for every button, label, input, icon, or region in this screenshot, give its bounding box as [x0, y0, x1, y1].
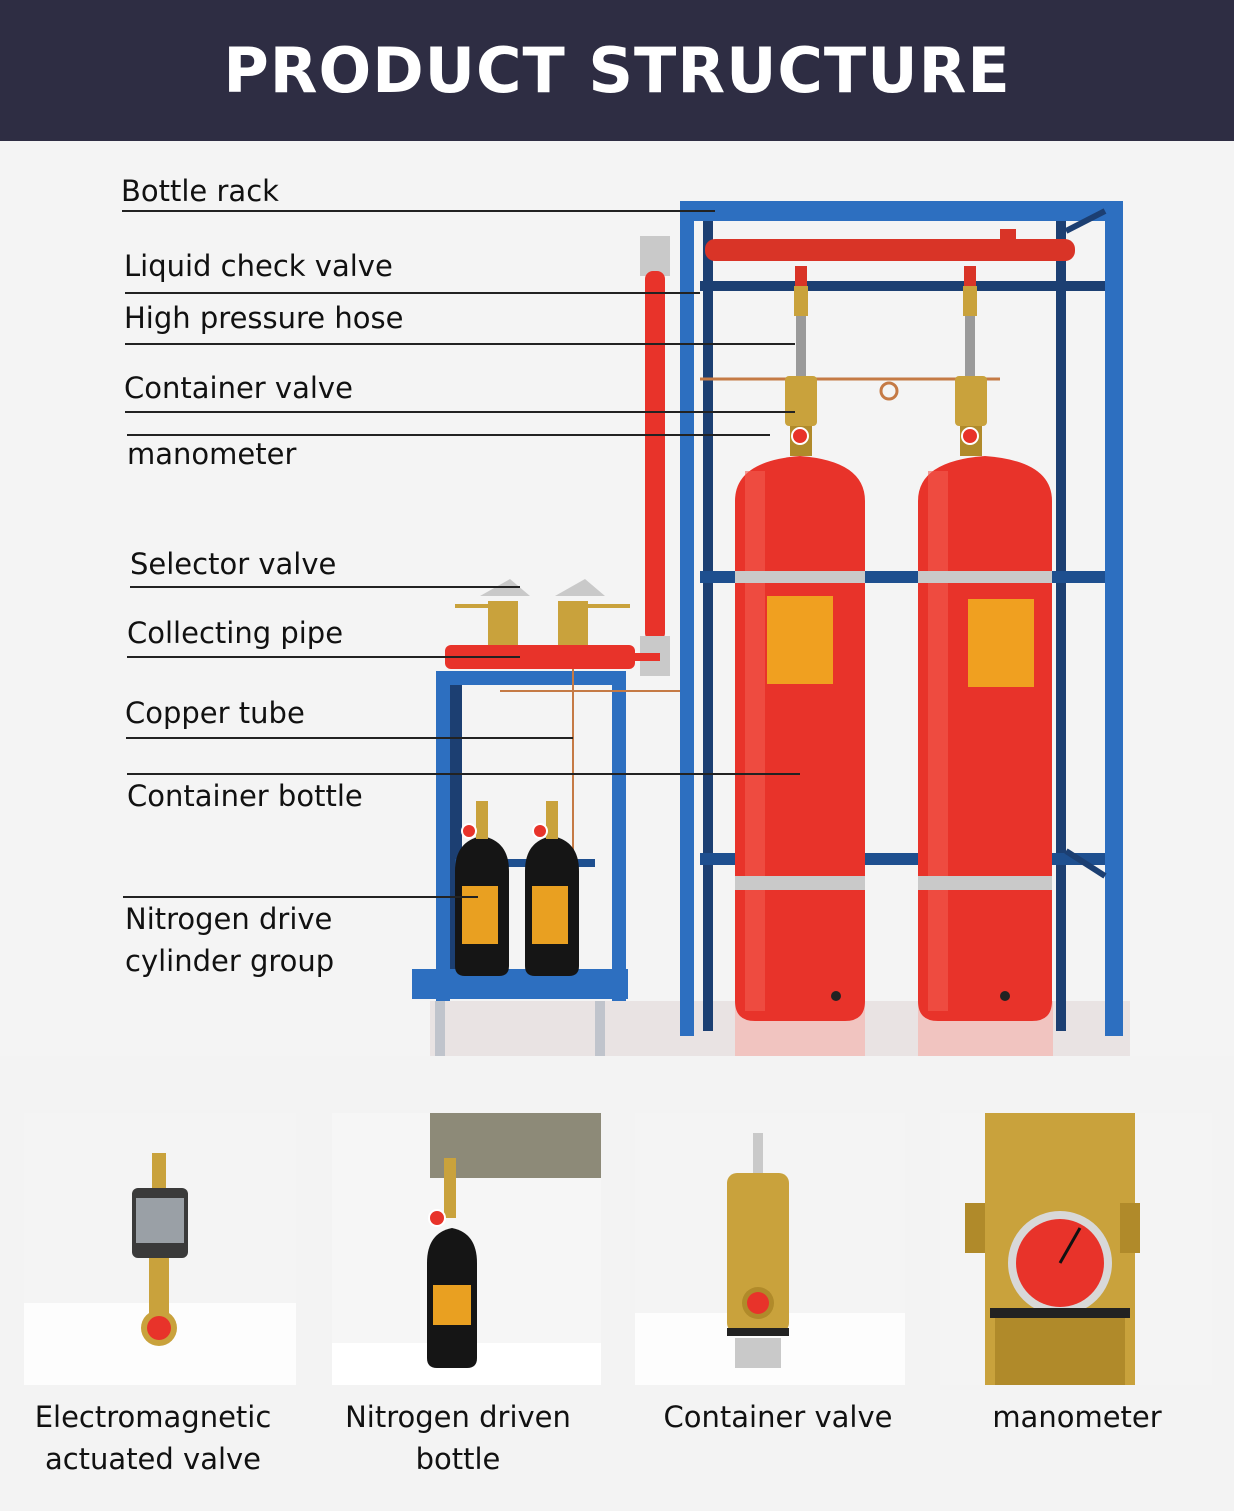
- callout-collecting-pipe: Collecting pipe: [127, 616, 344, 650]
- selector-valve: [455, 579, 630, 645]
- callout-liquid-check-valve: Liquid check valve: [124, 249, 393, 283]
- nitrogen-bottle-photo: [332, 1113, 601, 1385]
- liquid-check-valve: [705, 229, 1075, 261]
- callout-selector-valve: Selector valve: [130, 547, 337, 581]
- high-pressure-hose: [794, 266, 977, 376]
- components-gallery: Electromagnetic actuated valve Nitrogen …: [0, 1056, 1234, 1511]
- callout-nitrogen-drive-cylinder-group: Nitrogen drive cylinder group: [125, 902, 335, 979]
- callout-leader-lines: [122, 210, 800, 898]
- container-bottle: [735, 456, 1052, 1021]
- container-valve: [785, 376, 987, 456]
- caption-electromagnetic-valve: Electromagnetic actuated valve: [34, 1400, 272, 1477]
- caption-container-valve: Container valve: [663, 1400, 893, 1434]
- callout-copper-tube: Copper tube: [125, 696, 305, 730]
- riser-pipe: [640, 236, 670, 676]
- callout-manometer: manometer: [127, 437, 297, 471]
- nitrogen-rack: [412, 671, 628, 1056]
- container-valve-photo: [635, 1113, 905, 1385]
- caption-manometer: manometer: [992, 1400, 1162, 1434]
- callout-bottle-rack: Bottle rack: [121, 174, 279, 208]
- callout-high-pressure-hose: High pressure hose: [124, 301, 404, 335]
- callout-container-bottle: Container bottle: [127, 779, 363, 813]
- fire-suppression-system-illustration: [122, 201, 1130, 1056]
- callout-container-valve: Container valve: [124, 371, 353, 405]
- product-diagram: Bottle rack Liquid check valve High pres…: [0, 141, 1234, 1056]
- nitrogen-cylinders: [455, 801, 579, 976]
- collecting-pipe: [445, 645, 660, 669]
- electromagnetic-valve-photo: [24, 1113, 296, 1385]
- header-banner: PRODUCT STRUCTURE: [0, 0, 1234, 141]
- caption-nitrogen-driven-bottle: Nitrogen driven bottle: [345, 1400, 571, 1477]
- page-title: PRODUCT STRUCTURE: [223, 34, 1011, 107]
- manometer-photo: [940, 1113, 1212, 1385]
